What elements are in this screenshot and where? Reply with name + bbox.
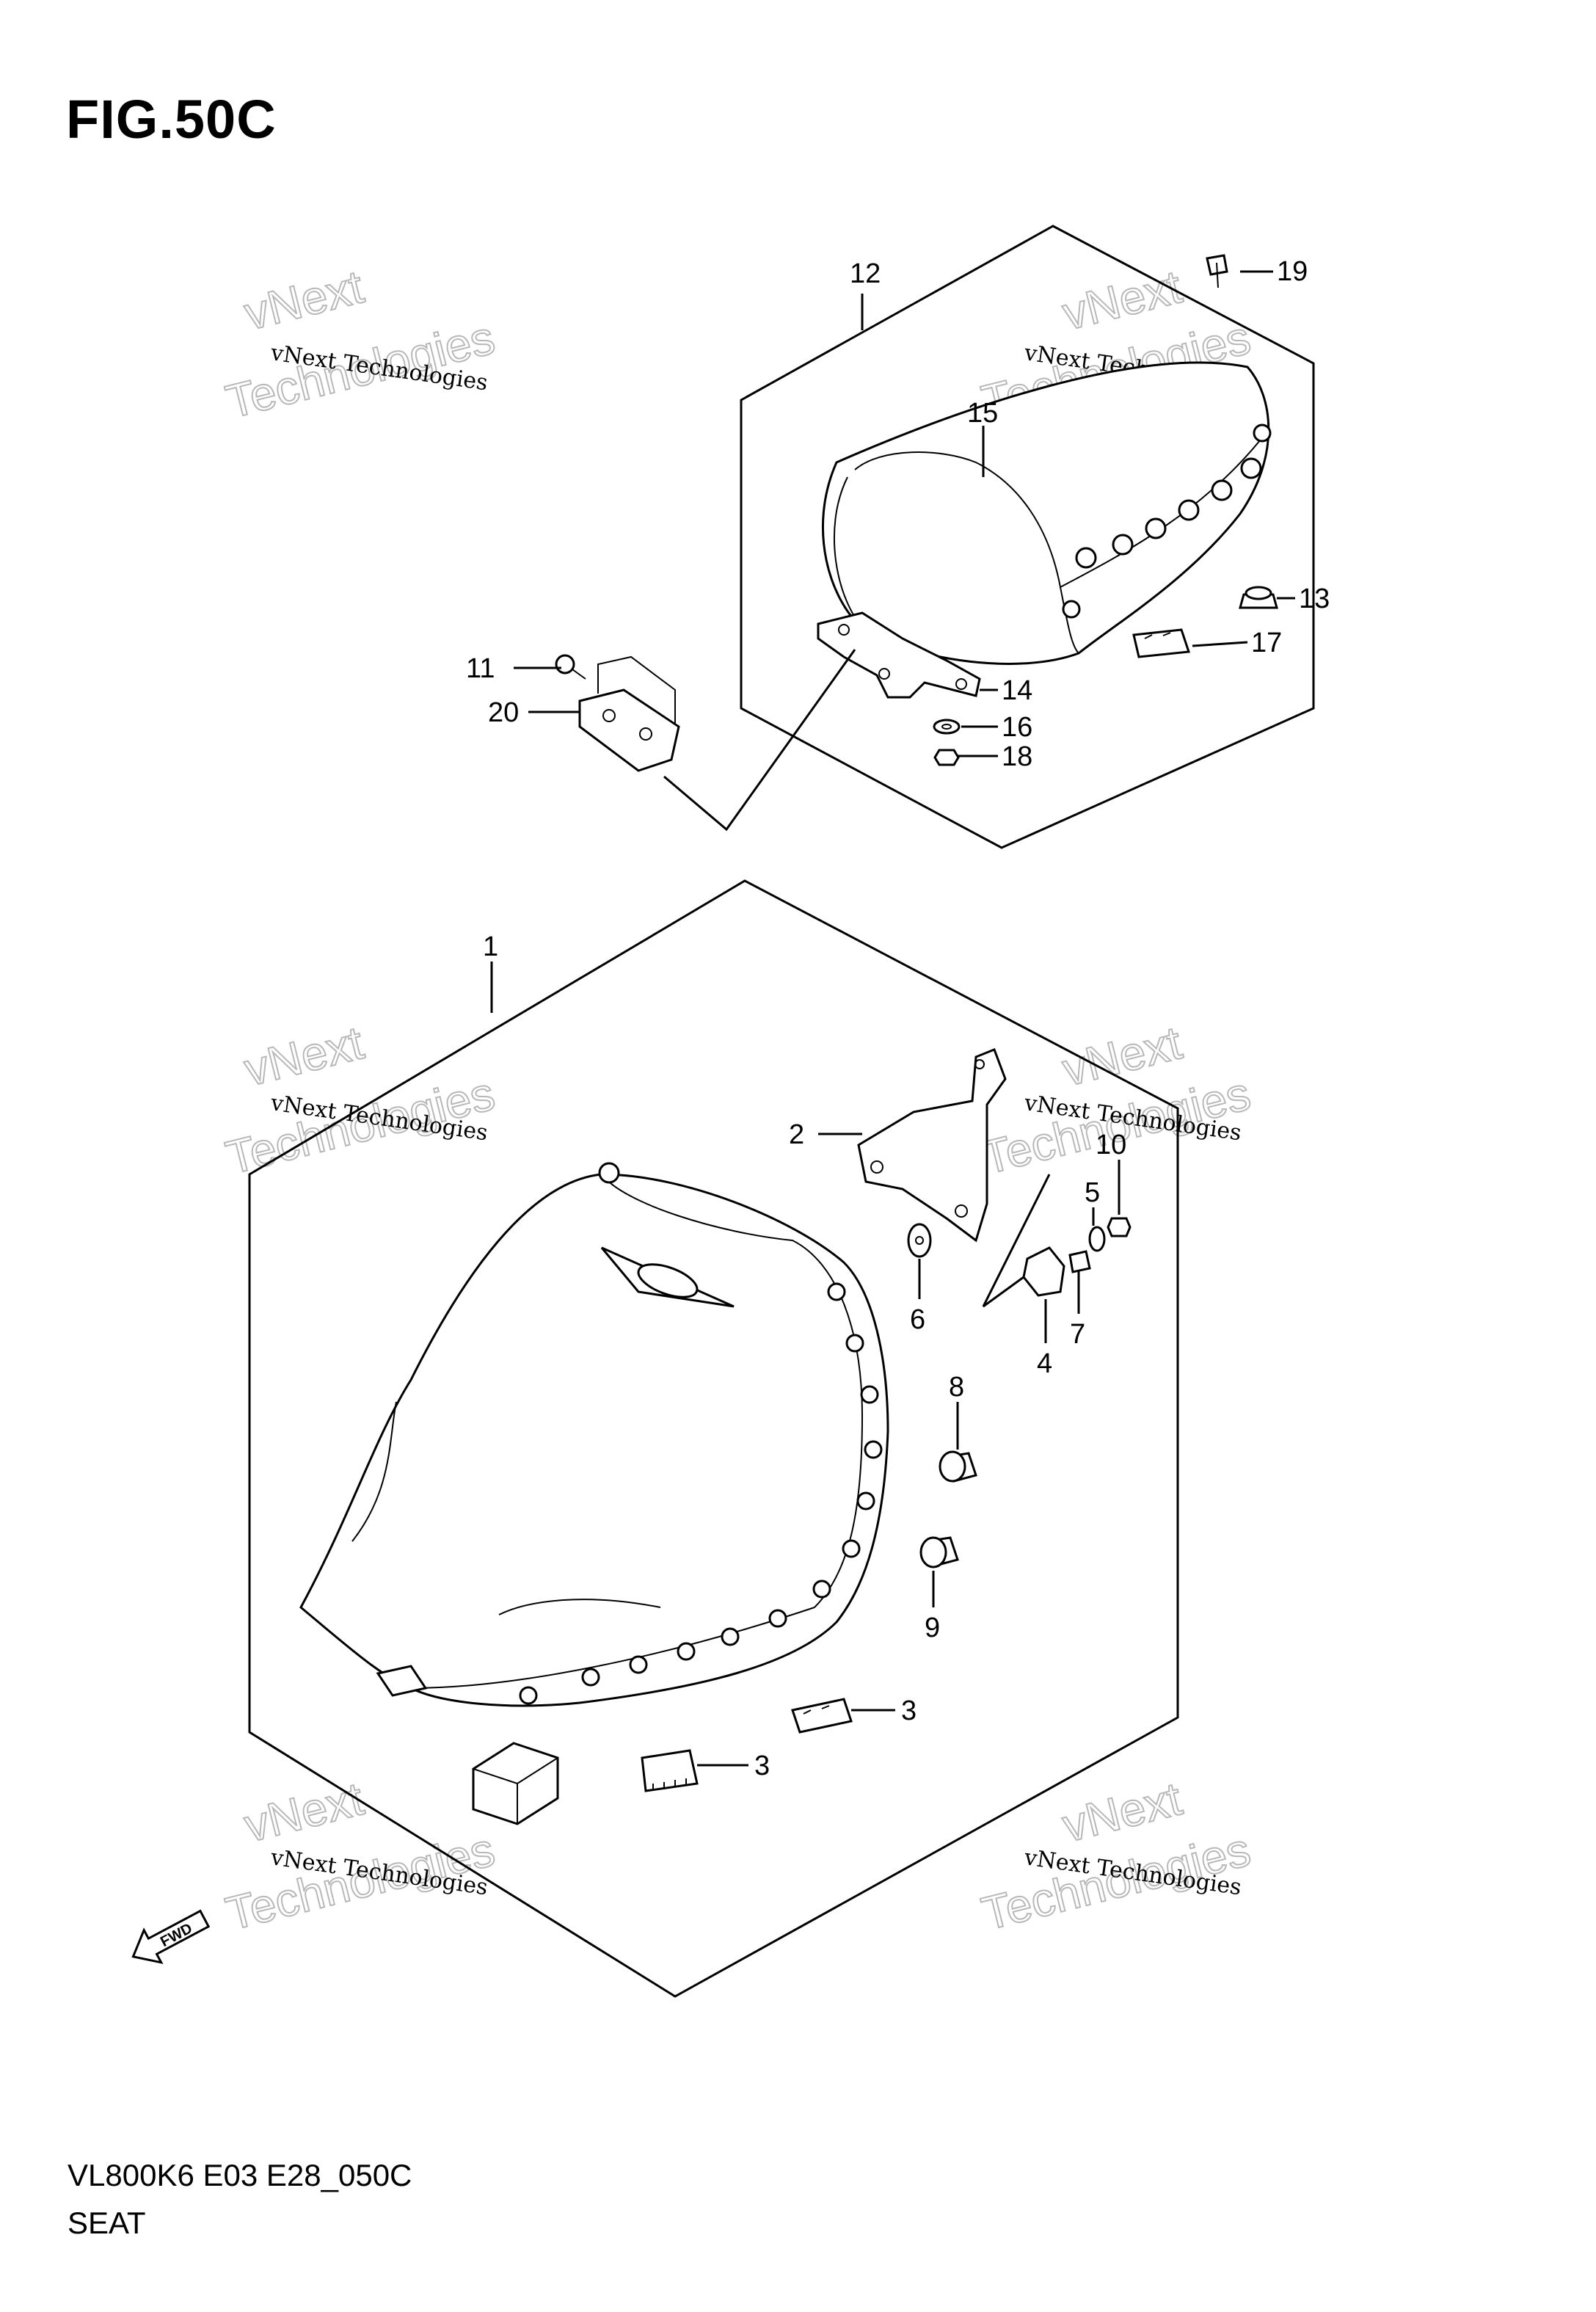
callout-1: 1: [483, 931, 498, 962]
callout-19: 19: [1277, 256, 1308, 287]
callout-2: 2: [789, 1119, 804, 1150]
collar-7: [1068, 1250, 1091, 1273]
figure-title: FIG.50C: [66, 89, 277, 150]
watermark-bottom-right: vNext Technologies vNext Technologies: [976, 1771, 1256, 1941]
svg-text:vNext: vNext: [239, 1016, 368, 1096]
callout-7: 7: [1070, 1319, 1085, 1350]
callout-13: 13: [1299, 584, 1330, 614]
svg-text:vNext: vNext: [1057, 1772, 1187, 1852]
front-seat-assembly-outline: [248, 879, 1179, 1998]
rear-seat-studs: [1062, 423, 1272, 619]
rear-seat-assembly-outline: [740, 225, 1315, 849]
bracket-connector-line: [663, 649, 856, 832]
damper-3-upper: [791, 1698, 853, 1734]
washer-5: [1088, 1226, 1106, 1252]
front-seat-bracket: [857, 1048, 1007, 1243]
front-seat-tab: [376, 1665, 428, 1697]
rear-seat-bracket: [817, 611, 981, 699]
callout-10: 10: [1096, 1130, 1126, 1160]
tool-box: [472, 1742, 559, 1825]
damper-3-lower: [641, 1749, 699, 1792]
cushion-13: [1239, 586, 1278, 609]
callout-14: 14: [1002, 675, 1032, 706]
callout-8: 8: [949, 1372, 964, 1403]
damper-17: [1132, 628, 1191, 658]
nut-18: [933, 749, 960, 766]
svg-text:vNext: vNext: [1057, 260, 1187, 340]
front-seat-emblem: [600, 1246, 735, 1308]
leader-lines: [490, 270, 1295, 1767]
rear-seat-cushion: [822, 361, 1272, 665]
stopper-connector-line: [982, 1174, 1051, 1308]
watermark-bottom-left: vNext Technologies vNext Technologies: [220, 1771, 500, 1941]
front-seat-studs: [519, 1162, 883, 1705]
callout-16: 16: [1002, 712, 1032, 743]
washer-16: [933, 719, 961, 735]
cushion-8: [939, 1450, 977, 1483]
nut-10: [1107, 1217, 1132, 1237]
callout-9: 9: [925, 1613, 940, 1643]
callout-15: 15: [967, 398, 998, 429]
callout-12: 12: [850, 258, 881, 289]
grab-rail-bracket: [578, 655, 680, 772]
callout-11: 11: [466, 653, 495, 684]
callout-20: 20: [488, 697, 519, 728]
watermark-mid-left: vNext Technologies vNext Technologies: [220, 1015, 500, 1185]
cushion-9: [919, 1536, 959, 1568]
callout-18: 18: [1002, 741, 1032, 772]
callout-4: 4: [1037, 1348, 1052, 1379]
callout-3-lower: 3: [754, 1751, 770, 1781]
callout-3-upper: 3: [901, 1695, 917, 1726]
screw-19: [1206, 254, 1228, 288]
watermark-top-left: vNext Technologies vNext Technologies: [220, 259, 500, 429]
callout-5: 5: [1085, 1177, 1100, 1208]
callout-17: 17: [1251, 628, 1282, 658]
washer-6: [907, 1223, 932, 1258]
fwd-arrow-icon: FWD: [131, 1909, 211, 1964]
front-seat-cushion: [299, 1162, 889, 1707]
figure-code: VL800K6 E03 E28_050C: [68, 2158, 412, 2192]
stopper-4: [1022, 1246, 1065, 1297]
callout-6: 6: [910, 1304, 925, 1335]
svg-text:vNext: vNext: [239, 260, 368, 340]
figure-name: SEAT: [68, 2206, 146, 2240]
svg-text:vNext: vNext: [239, 1772, 368, 1852]
